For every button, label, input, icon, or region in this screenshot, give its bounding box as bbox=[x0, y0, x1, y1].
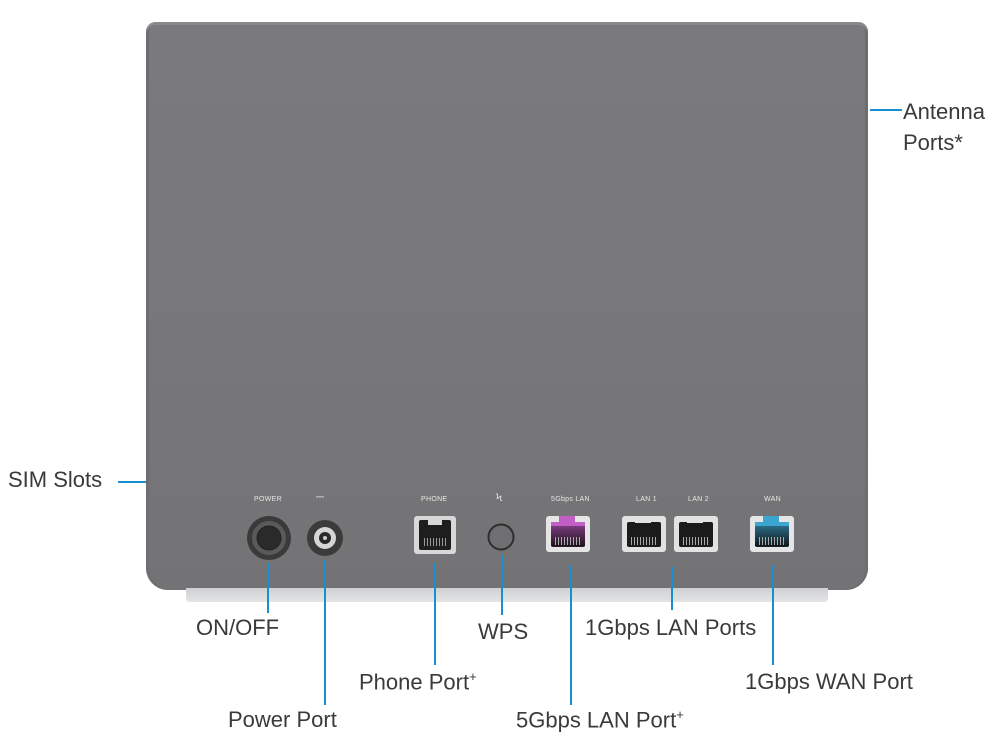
wps-symbol-label: ϟ bbox=[496, 493, 503, 504]
lan5g-port-callout: 5Gbps LAN Port+ bbox=[516, 707, 684, 733]
wps-callout: WPS bbox=[478, 619, 529, 644]
onoff-callout-line bbox=[267, 563, 269, 613]
antenna-ports-callout: Antenna Ports* bbox=[903, 99, 985, 155]
power-button[interactable] bbox=[246, 515, 292, 561]
lan-ports-callout: 1Gbps LAN Ports bbox=[585, 615, 757, 640]
wan-port[interactable] bbox=[750, 516, 794, 552]
lan2-port[interactable] bbox=[674, 516, 718, 552]
lan5g-port-label: 5Gbps LAN bbox=[551, 496, 590, 503]
lan5g-port[interactable] bbox=[546, 516, 590, 552]
lan1-port-label: LAN 1 bbox=[636, 496, 657, 503]
wan-port-label: WAN bbox=[764, 496, 781, 503]
lan-ports-callout-line bbox=[671, 567, 673, 610]
lan1-port[interactable] bbox=[622, 516, 666, 552]
sim-slots-callout: SIM Slots bbox=[8, 467, 103, 492]
router-body bbox=[146, 22, 868, 590]
wan-port-callout: 1Gbps WAN Port bbox=[745, 669, 913, 694]
sim-callout-line bbox=[118, 481, 146, 483]
phone-port[interactable] bbox=[414, 516, 456, 554]
antenna-callout-line bbox=[870, 109, 902, 111]
power-port-callout: Power Port bbox=[228, 707, 337, 732]
router-base bbox=[186, 588, 828, 602]
lan5g-callout-line bbox=[570, 565, 572, 705]
wan-callout-line bbox=[772, 565, 774, 665]
power-port-callout-line bbox=[324, 560, 326, 705]
wps-callout-line bbox=[501, 555, 503, 615]
wps-button[interactable] bbox=[487, 523, 515, 551]
dc-power-jack[interactable] bbox=[306, 519, 344, 557]
phone-port-label: PHONE bbox=[421, 496, 448, 503]
lan2-port-label: LAN 2 bbox=[688, 496, 709, 503]
power-port-label: POWER bbox=[254, 496, 282, 503]
phone-port-callout: Phone Port+ bbox=[359, 669, 477, 695]
on-off-callout: ON/OFF bbox=[196, 615, 280, 640]
phone-port-callout-line bbox=[434, 563, 436, 665]
dc-symbol-label: ⎓ bbox=[316, 492, 325, 503]
